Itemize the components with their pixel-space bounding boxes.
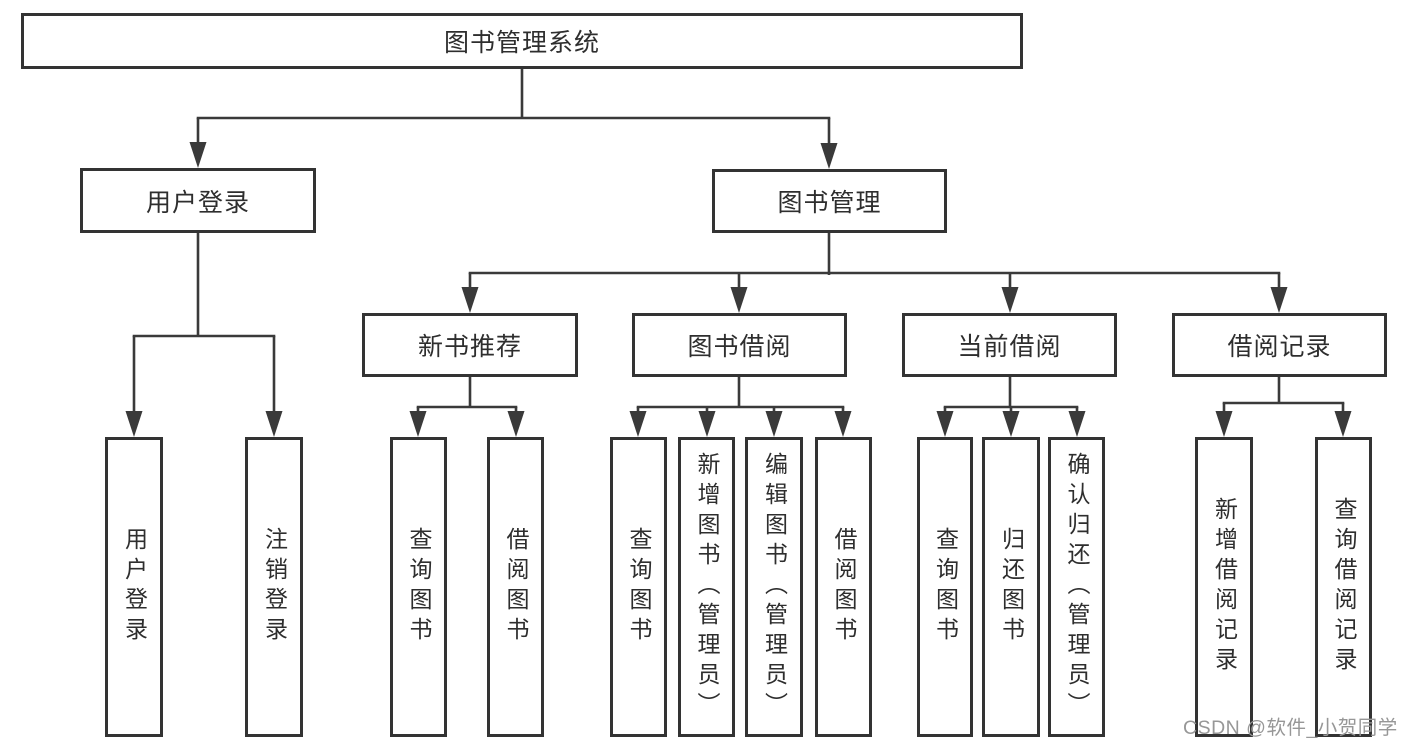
leaf-label: 借阅图书 — [831, 527, 857, 647]
leaf-label: 查询图书 — [406, 527, 432, 647]
leaf-query-book-2: 查询图书 — [610, 437, 667, 737]
node-root: 图书管理系统 — [21, 13, 1023, 69]
node-new-book-recommend: 新书推荐 — [362, 313, 578, 377]
leaf-query-book-1: 查询图书 — [390, 437, 447, 737]
leaf-label: 借阅图书 — [503, 527, 529, 647]
leaf-label: 确认归还（管理员） — [1064, 452, 1090, 722]
leaf-query-borrow-record: 查询借阅记录 — [1315, 437, 1372, 737]
leaf-add-borrow-record: 新增借阅记录 — [1195, 437, 1253, 737]
leaf-label: 查询借阅记录 — [1331, 497, 1357, 677]
node-book-borrow: 图书借阅 — [632, 313, 847, 377]
leaf-label: 编辑图书（管理员） — [761, 452, 788, 722]
leaf-query-book-3: 查询图书 — [917, 437, 973, 737]
leaf-edit-book-admin: 编辑图书（管理员） — [745, 437, 803, 737]
csdn-watermark: CSDN @软件_小贺同学 — [1183, 717, 1398, 739]
leaf-label: 查询图书 — [932, 527, 959, 647]
node-user-login: 用户登录 — [80, 168, 316, 233]
leaf-borrow-book-1: 借阅图书 — [487, 437, 544, 737]
leaf-label: 查询图书 — [626, 527, 652, 647]
leaf-user-login: 用户登录 — [105, 437, 163, 737]
leaf-label: 新增图书（管理员） — [694, 452, 720, 722]
node-book-management: 图书管理 — [712, 169, 947, 233]
leaf-label: 注销登录 — [261, 527, 288, 647]
node-current-borrow: 当前借阅 — [902, 313, 1117, 377]
node-borrow-record: 借阅记录 — [1172, 313, 1387, 377]
leaf-label: 新增借阅记录 — [1211, 497, 1238, 677]
leaf-add-book-admin: 新增图书（管理员） — [678, 437, 735, 737]
leaf-confirm-return-admin: 确认归还（管理员） — [1048, 437, 1105, 737]
leaf-borrow-book-2: 借阅图书 — [815, 437, 872, 737]
leaf-label: 归还图书 — [998, 527, 1025, 647]
leaf-return-book: 归还图书 — [982, 437, 1040, 737]
leaf-label: 用户登录 — [121, 527, 148, 647]
leaf-logout: 注销登录 — [245, 437, 303, 737]
